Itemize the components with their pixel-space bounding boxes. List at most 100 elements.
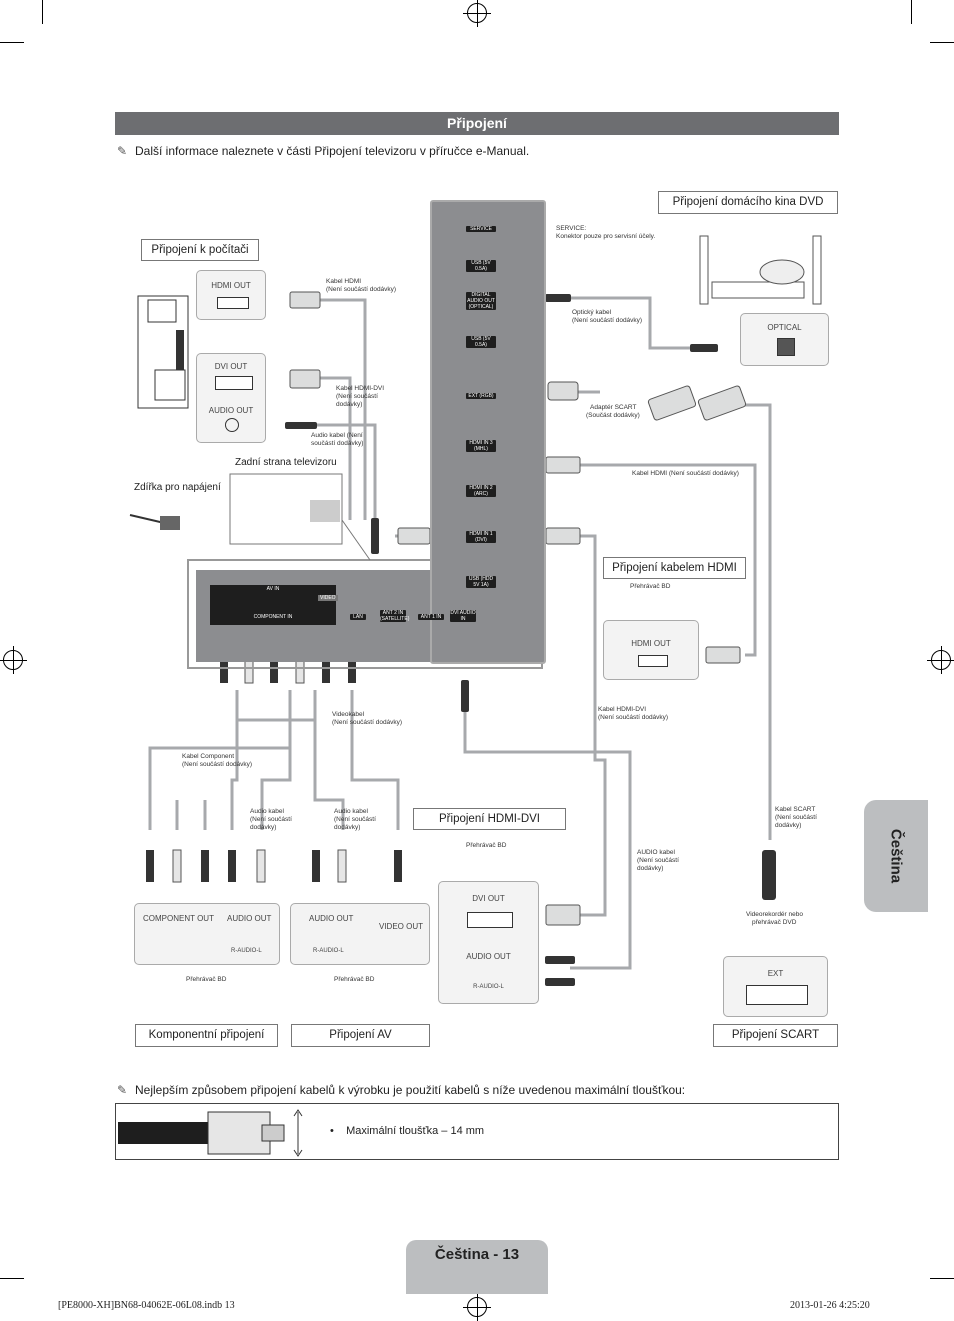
home-theater-label: Připojení domácího kina DVD [658,191,838,214]
cable-note: (Není součástí [334,816,376,823]
av-in-label: AV IN [266,586,280,592]
port-usb-hdd: USB (HDD 5V 1A) [466,576,496,588]
registration-mark-icon [463,1293,491,1321]
crop-mark [0,42,24,43]
pc-hdmi-out-device: HDMI OUT [196,270,266,320]
port-hdmi-3: HDMI IN 3 (MHL) [466,440,496,452]
audio-jack-icon [225,418,239,432]
cable-label: Kabel SCART [775,806,816,813]
cable-label: Videokabel [332,711,365,718]
pencil-note-icon: ✎ [117,1083,128,1097]
cable-note: dodávky) [336,401,363,408]
ant2-port: ANT 2 IN (SATELLITE) [380,610,410,622]
port-hdmi-2: HDMI IN 2 (ARC) [466,485,496,497]
cable-note: (Není součástí dodávky) [598,714,669,721]
cable-note: (Není součástí dodávky) [332,719,403,726]
crop-mark [930,42,954,43]
cable-label: Audio kabel [250,808,284,815]
intro-text: Další informace naleznete v části [135,144,315,158]
audio-out-label: AUDIO OUT [208,406,254,415]
hdmi-connection-label: Připojení kabelem HDMI [603,557,746,579]
hdmi-port-icon [638,655,668,667]
av-connection-label: Připojení AV [291,1024,430,1047]
intro-manual: e-Manual [475,144,526,158]
crop-mark [930,1278,954,1279]
bd-player-label: Přehrávač BD [630,583,671,590]
tv-back-label: Zadní strana televizoru [235,457,337,468]
ext-label: EXT [767,969,784,978]
thickness-box [115,1103,839,1160]
registration-mark-icon [463,0,491,27]
r-audio-l-label: R-AUDIO-L [231,948,262,954]
port-usb-1: USB (5V 0.5A) [466,260,496,272]
thickness-note: ✎ Nejlepším způsobem připojení kabelů k v… [117,1083,837,1097]
cable-note: (Není součástí dodávky) [326,286,397,293]
hdmi-port-icon [217,297,249,309]
pencil-note-icon: ✎ [117,144,128,158]
crop-mark [911,0,912,24]
video-label: VIDEO [318,595,338,601]
page-number: Čeština - 13 [406,1240,548,1294]
scart-ext-device: EXT [723,956,828,1017]
cable-note: dodávky) [250,824,277,831]
hdmi-dvi-label: Připojení HDMI-DVI [413,808,566,830]
print-slug-left: [PE8000-XH]BN68-04062E-06L08.indb 13 [58,1300,235,1311]
cable-note: (Není součástí [637,857,679,864]
r-audio-l-label: R-AUDIO-L [313,948,344,954]
crop-mark [42,0,43,24]
optical-device: OPTICAL [740,313,829,366]
cable-label: Kabel HDMI [326,278,362,285]
bd-player-label: Přehrávač BD [466,842,507,849]
cable-note: dodávky) [775,822,802,829]
cable-label: Kabel Component [182,753,235,760]
registration-mark-icon [927,646,954,674]
cable-note: (Není součástí dodávky) [572,317,643,324]
intro-note: ✎Další informace naleznete v části Připo… [117,144,837,158]
cable-note: (Není součástí [250,816,292,823]
thickness-note-text: Nejlepším způsobem připojení kabelů k vý… [135,1083,686,1097]
tv-side-panel [430,200,546,664]
hdmi-out-label: HDMI OUT [211,281,251,290]
service-title: SERVICE: [556,225,587,232]
registration-mark-icon [0,646,27,674]
bullet-icon: • [330,1125,347,1137]
scart-connection-label: Připojení SCART [713,1024,838,1047]
cable-label: Audio kabel (Není [311,432,363,439]
port-hdmi-1: HDMI IN 1 (DVI) [466,531,496,543]
video-out-label: VIDEO OUT [379,922,424,931]
cable-label: Audio kabel [334,808,368,815]
section-title: Připojení [115,112,839,135]
dvi-port-icon [215,376,253,390]
language-tab-label: Čeština [887,828,905,884]
ant1-port: ANT 1 IN [418,614,444,620]
audio-out-label: AUDIO OUT [227,914,272,923]
pc-dvi-audio-device: DVI OUT AUDIO OUT [196,353,266,443]
cable-label: Kabel HDMI (Není součástí dodávky) [632,470,739,477]
dvi-audio-port: DVI AUDIO IN [450,610,476,622]
port-usb-2: USB (5V 0.5A) [466,336,496,348]
intro-text: v příručce [416,144,476,158]
port-ext: EXT (RGB) [466,393,496,399]
port-optical: DIGITAL AUDIO OUT (OPTICAL) [466,292,496,310]
crop-mark [0,1278,24,1279]
cable-label: AUDIO kabel [637,849,675,856]
cable-label: Kabel HDMI-DVI [598,706,647,713]
dvi-audio-device: DVI OUT AUDIO OUT R-AUDIO-L [438,881,539,1004]
cable-note: dodávky) [637,865,664,872]
power-label: Zdířka pro napájení [134,482,221,493]
component-in-label: COMPONENT IN [253,614,293,620]
component-connection-label: Komponentní připojení [135,1024,278,1047]
component-out-label: COMPONENT OUT [143,914,214,923]
bd-player-label: Přehrávač BD [186,976,227,983]
cable-note: dodávky) [334,824,361,831]
r-audio-l-label: R-AUDIO-L [473,984,504,990]
cable-label: Adaptér SCART [590,404,637,411]
component-out-device: COMPONENT OUT AUDIO OUT R-AUDIO-L [134,903,280,965]
print-slug-right: 2013-01-26 4:25:20 [790,1300,870,1311]
dvi-out-label: DVI OUT [472,894,505,903]
bd-player-label: Přehrávač BD [334,976,375,983]
optical-port-icon [777,338,795,356]
dvi-out-label: DVI OUT [214,362,248,371]
language-tab: Čeština [864,800,928,912]
cable-note: součástí dodávky) [311,440,364,447]
